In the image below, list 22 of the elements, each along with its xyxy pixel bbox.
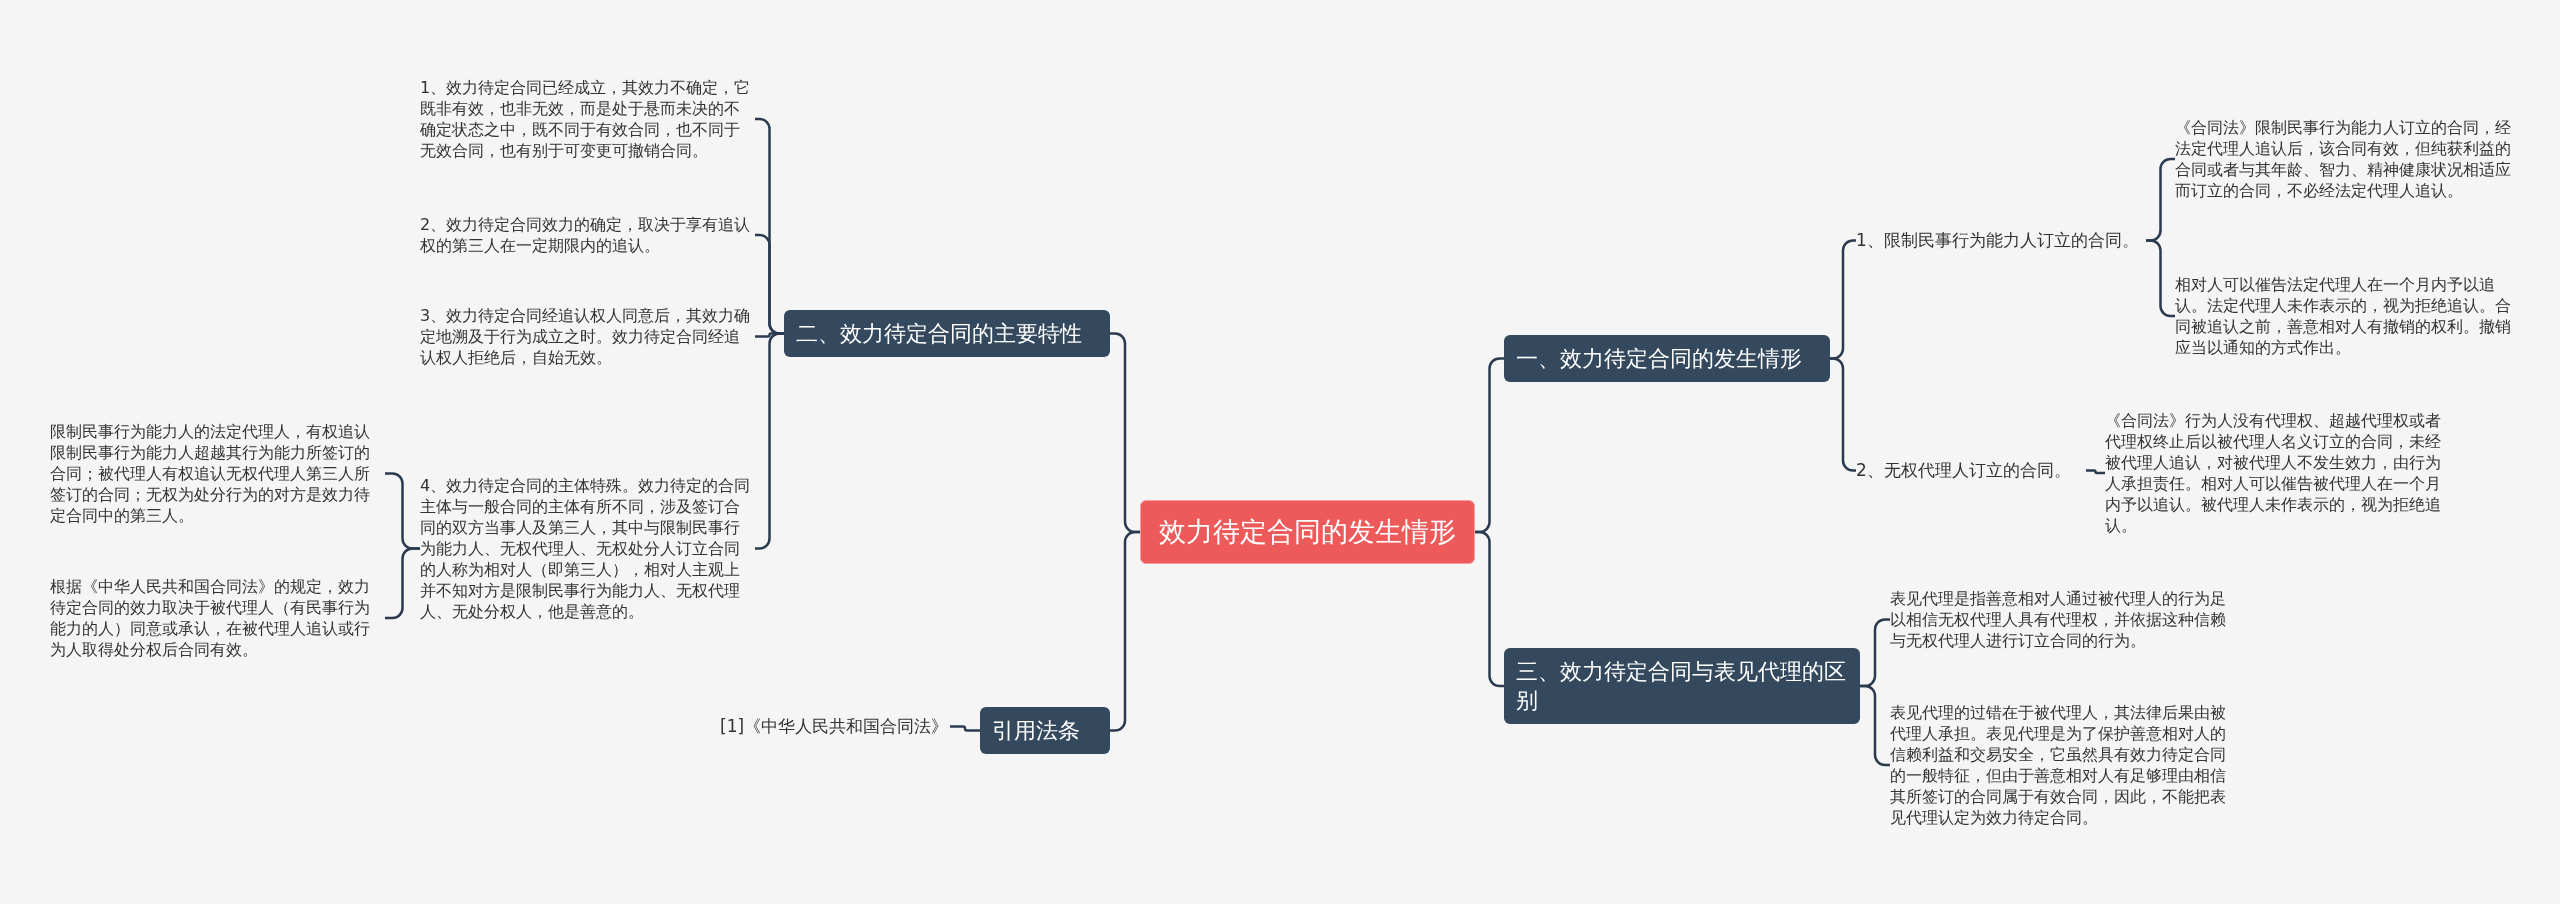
topic-box: 一、效力待定合同的发生情形 (1504, 335, 1830, 382)
topic-text: 相对人可以催告法定代理人在一个月内予以追认。法定代理人未作表示的，视为拒绝追认。合同被追认之前，善意相对人有撤销的权利。撤销应当以通知的方式作出。 (2175, 274, 2520, 358)
connector-line (2086, 469, 2105, 475)
topic-text: 4、效力待定合同的主体特殊。效力待定的合同主体与一般合同的主体有所不同，涉及签订合同的双方当事人及第三人，其中与限制民事行为能力人、无权代理人、无权处分人订立合同的人称为相对人（即第三人），相对人主观上并不知对方是限制民事行为能力人、无权代理人、无处分权人，他是善意的。 (420, 475, 755, 622)
connector-line (950, 725, 980, 732)
topic-text: 根据《中华人民共和国合同法》的规定，效力待定合同的效力取决于被代理人（有民事行为能力的人）同意或承认，在被代理人追认或行为人取得处分权后合同有效。 (50, 576, 385, 660)
topic-text: 表见代理是指善意相对人通过被代理人的行为足以相信无权代理人具有代理权，并依据这种信赖与无权代理人进行订立合同的行为。 (1890, 588, 2230, 651)
topic-box: 引用法条 (980, 707, 1110, 754)
topic-text: 《合同法》限制民事行为能力人订立的合同，经法定代理人追认后，该合同有效，但纯获利益的合同或者与其年龄、智力、精神健康状况相适应而订立的合同，不必经法定代理人追认。 (2175, 117, 2520, 201)
topic-text: 3、效力待定合同经追认权人同意后，其效力确定地溯及于行为成立之时。效力待定合同经追认权人拒绝后，自始无效。 (420, 305, 755, 368)
topic-box: 三、效力待定合同与表见代理的区别 (1504, 648, 1860, 724)
topic-text: 1、限制民事行为能力人订立的合同。 (1856, 230, 2146, 251)
central-topic: 效力待定合同的发生情形 (1140, 500, 1475, 564)
topic-text: 1、效力待定合同已经成立，其效力不确定，它既非有效，也非无效，而是处于悬而未决的不确定状态之中，既不同于有效合同，也不同于无效合同，也有别于可变更可撤销合同。 (420, 77, 755, 161)
topic-text: 《合同法》行为人没有代理权、超越代理权或者代理权终止后以被代理人名义订立的合同，未经被代理人追认，对被代理人不发生效力，由行为人承担责任。相对人可以催告被代理人在一个月内予以追认。被代理人未作表示的，视为拒绝追认。 (2105, 410, 2450, 536)
topic-box: 二、效力待定合同的主要特性 (784, 310, 1110, 357)
connector-line (1830, 357, 1856, 472)
topic-text: 限制民事行为能力人的法定代理人，有权追认限制民事行为能力人超越其行为能力所签订的合同；被代理人有权追认无权代理人第三人所签订的合同；无权为处分行为的对方是效力待定合同中的第三人。 (50, 421, 385, 526)
topic-text: 表见代理的过错在于被代理人，其法律后果由被代理人承担。表见代理是为了保护善意相对人的信赖利益和交易安全，它虽然具有效力待定合同的一般特征，但由于善意相对人有足够理由相信其所签订的合同属于有效合同，因此，不能把表见代理认定为效力待定合同。 (1890, 702, 2230, 828)
topic-text: 2、无权代理人订立的合同。 (1856, 460, 2086, 481)
topic-text: 2、效力待定合同效力的确定，取决于享有追认权的第三人在一定期限内的追认。 (420, 214, 755, 256)
topic-text: [1]《中华人民共和国合同法》 (720, 716, 950, 737)
